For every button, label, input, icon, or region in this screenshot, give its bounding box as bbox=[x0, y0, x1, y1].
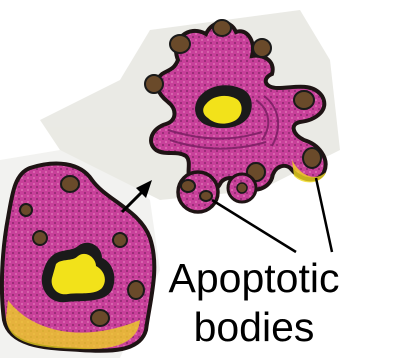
pointer-line-right bbox=[316, 178, 332, 252]
apoptotic-body bbox=[228, 174, 256, 202]
apoptotic-body bbox=[178, 172, 218, 212]
label-apoptotic: Apoptotic bbox=[96, 258, 412, 299]
pointer-line-left bbox=[212, 200, 296, 252]
label-bodies: bodies bbox=[96, 307, 412, 348]
